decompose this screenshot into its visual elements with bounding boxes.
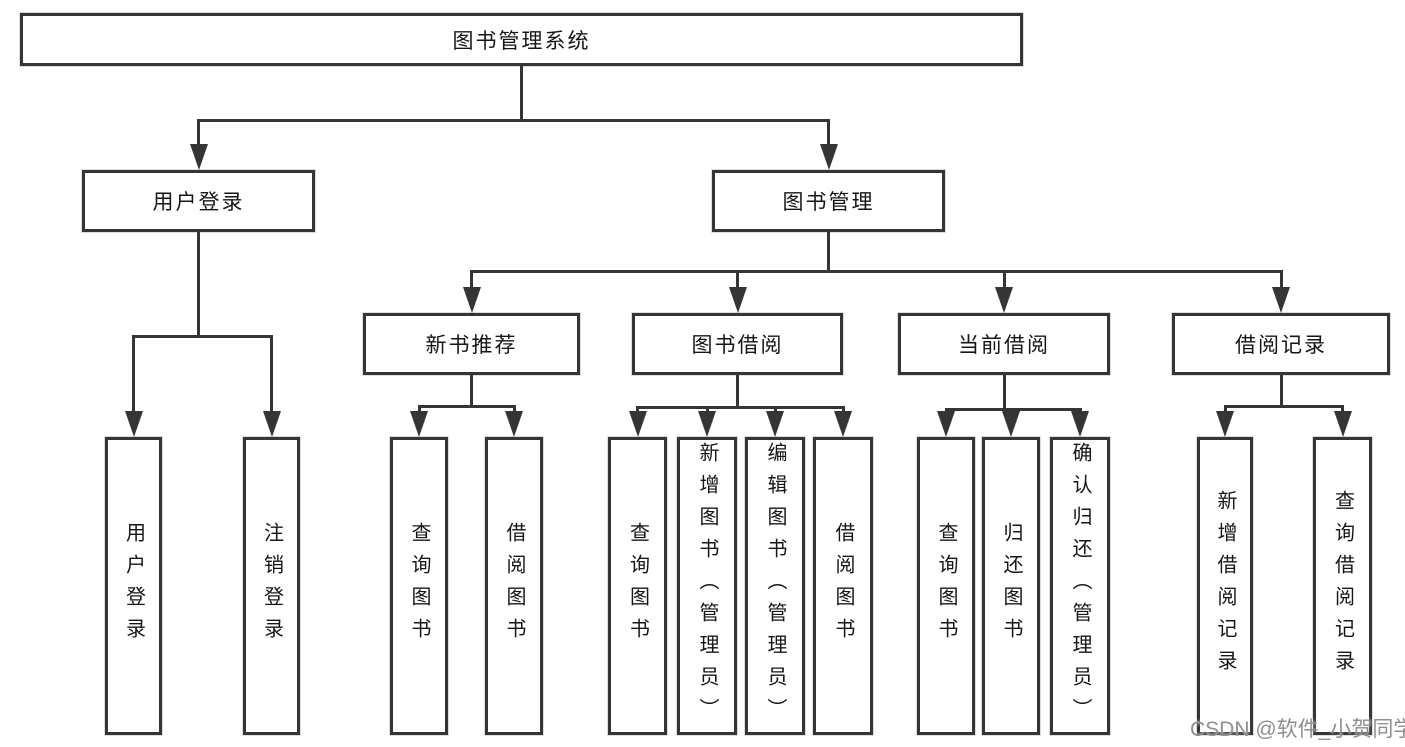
connector-shaft-leaf-bb-query-book	[636, 406, 639, 415]
node-leaf-bb-query-book: 查询图书	[608, 437, 667, 735]
node-leaf-bb-edit-book-label: 编辑图书（管理员）	[764, 442, 786, 730]
connector-stub-root	[520, 66, 523, 122]
node-leaf-cb-return-book-label: 归还图书	[1000, 522, 1022, 650]
connector-shaft-new-book-rec	[470, 270, 473, 291]
arrowhead-down-icon	[698, 411, 716, 437]
arrowhead-down-icon	[995, 287, 1013, 313]
connector-shaft-leaf-bb-edit-book	[773, 406, 777, 415]
connector-stub-borrow-record	[1279, 375, 1283, 408]
arrowhead-down-icon	[1333, 411, 1352, 437]
node-leaf-bb-add-book-label: 新增图书（管理员）	[696, 442, 718, 730]
arrowhead-down-icon	[819, 144, 838, 170]
node-leaf-bb-query-book-label: 查询图书	[626, 522, 649, 650]
arrowhead-down-icon	[1272, 287, 1290, 313]
arrowhead-down-icon	[834, 411, 852, 437]
connector-shaft-user-login	[197, 119, 200, 148]
arrowhead-down-icon	[262, 411, 281, 437]
connector-stub-new-book-rec	[470, 375, 473, 408]
connector-shaft-borrow-record	[1279, 270, 1283, 291]
node-root: 图书管理系统	[20, 13, 1023, 66]
connector-bus-book-borrow	[636, 406, 845, 409]
node-user-login-label: 用户登录	[152, 191, 245, 214]
arrowhead-down-icon	[189, 144, 208, 170]
node-book-borrow: 图书借阅	[632, 313, 843, 375]
arrowhead-down-icon	[728, 287, 747, 313]
connector-shaft-leaf-bb-borrow-book	[841, 406, 845, 415]
connector-shaft-leaf-user-login	[132, 335, 135, 415]
arrowhead-down-icon	[937, 411, 955, 437]
node-book-borrow-label: 图书借阅	[691, 334, 784, 357]
arrowhead-down-icon	[766, 411, 784, 437]
connector-bus-borrow-record	[1223, 405, 1344, 408]
arrowhead-down-icon	[124, 411, 143, 437]
node-root-label: 图书管理系统	[452, 29, 591, 53]
arrowhead-down-icon	[505, 411, 523, 437]
connector-shaft-current-borrow	[1002, 270, 1006, 291]
node-leaf-bb-borrow-book-label: 借阅图书	[832, 522, 854, 650]
node-leaf-cb-query-book-label: 查询图书	[935, 522, 957, 650]
node-leaf-user-login: 用户登录	[105, 437, 162, 735]
connector-shaft-leaf-nbr-query-book	[417, 405, 421, 415]
node-current-borrow-label: 当前借阅	[958, 334, 1050, 357]
connector-stub-book-mgmt	[827, 232, 830, 273]
connector-bus-new-book-rec	[417, 405, 516, 408]
connector-shaft-leaf-logout	[270, 335, 273, 415]
node-leaf-logout: 注销登录	[243, 437, 300, 735]
node-leaf-br-add-record-label: 新增借阅记录	[1214, 490, 1236, 682]
node-borrow-record: 借阅记录	[1172, 313, 1390, 375]
connector-bus-user-login	[132, 335, 273, 338]
node-new-book-rec-label: 新书推荐	[425, 334, 518, 357]
arrowhead-down-icon	[628, 411, 647, 437]
node-leaf-nbr-borrow-book: 借阅图书	[485, 437, 543, 735]
node-user-login: 用户登录	[82, 170, 315, 232]
node-leaf-br-add-record: 新增借阅记录	[1197, 437, 1253, 735]
node-new-book-rec: 新书推荐	[363, 313, 580, 375]
node-book-mgmt: 图书管理	[712, 170, 945, 232]
node-leaf-bb-borrow-book: 借阅图书	[813, 437, 873, 735]
node-borrow-record-label: 借阅记录	[1235, 334, 1327, 357]
connector-stub-user-login	[197, 232, 200, 338]
arrowhead-down-icon	[1071, 411, 1089, 437]
node-book-mgmt-label: 图书管理	[782, 191, 875, 214]
node-leaf-bb-edit-book: 编辑图书（管理员）	[745, 437, 805, 735]
node-leaf-nbr-borrow-book-label: 借阅图书	[503, 522, 525, 650]
arrowhead-down-icon	[462, 287, 481, 313]
connector-bus-current-borrow	[944, 408, 1082, 411]
connector-shaft-leaf-br-query-record	[1341, 405, 1344, 415]
node-leaf-cb-confirm-return: 确认归还（管理员）	[1050, 437, 1110, 735]
csdn-watermark: CSDN @软件_小贺同学	[1190, 718, 1405, 741]
node-leaf-nbr-query-book: 查询图书	[390, 437, 448, 735]
node-leaf-bb-add-book: 新增图书（管理员）	[677, 437, 737, 735]
connector-bus-book-mgmt	[470, 270, 1283, 273]
node-leaf-logout-label: 注销登录	[260, 522, 283, 650]
connector-shaft-book-mgmt	[827, 119, 830, 148]
arrowhead-down-icon	[1216, 411, 1234, 437]
connector-bus-root	[197, 119, 830, 122]
connector-shaft-leaf-br-add-record	[1223, 405, 1227, 415]
node-current-borrow: 当前借阅	[898, 313, 1110, 375]
arrowhead-down-icon	[410, 411, 428, 437]
connector-shaft-book-borrow	[736, 270, 739, 291]
node-leaf-user-login-label: 用户登录	[122, 522, 145, 650]
node-leaf-cb-query-book: 查询图书	[917, 437, 975, 735]
node-leaf-cb-return-book: 归还图书	[982, 437, 1040, 735]
connector-shaft-leaf-bb-add-book	[705, 406, 709, 415]
arrowhead-down-icon	[1002, 411, 1020, 437]
node-leaf-br-query-record-label: 查询借阅记录	[1331, 490, 1354, 682]
node-leaf-nbr-query-book-label: 查询图书	[408, 522, 430, 650]
node-leaf-cb-confirm-return-label: 确认归还（管理员）	[1069, 442, 1091, 730]
connector-stub-book-borrow	[736, 375, 739, 409]
connector-stub-current-borrow	[1002, 375, 1006, 411]
connector-shaft-leaf-nbr-borrow-book	[512, 405, 516, 415]
node-leaf-br-query-record: 查询借阅记录	[1313, 437, 1372, 735]
